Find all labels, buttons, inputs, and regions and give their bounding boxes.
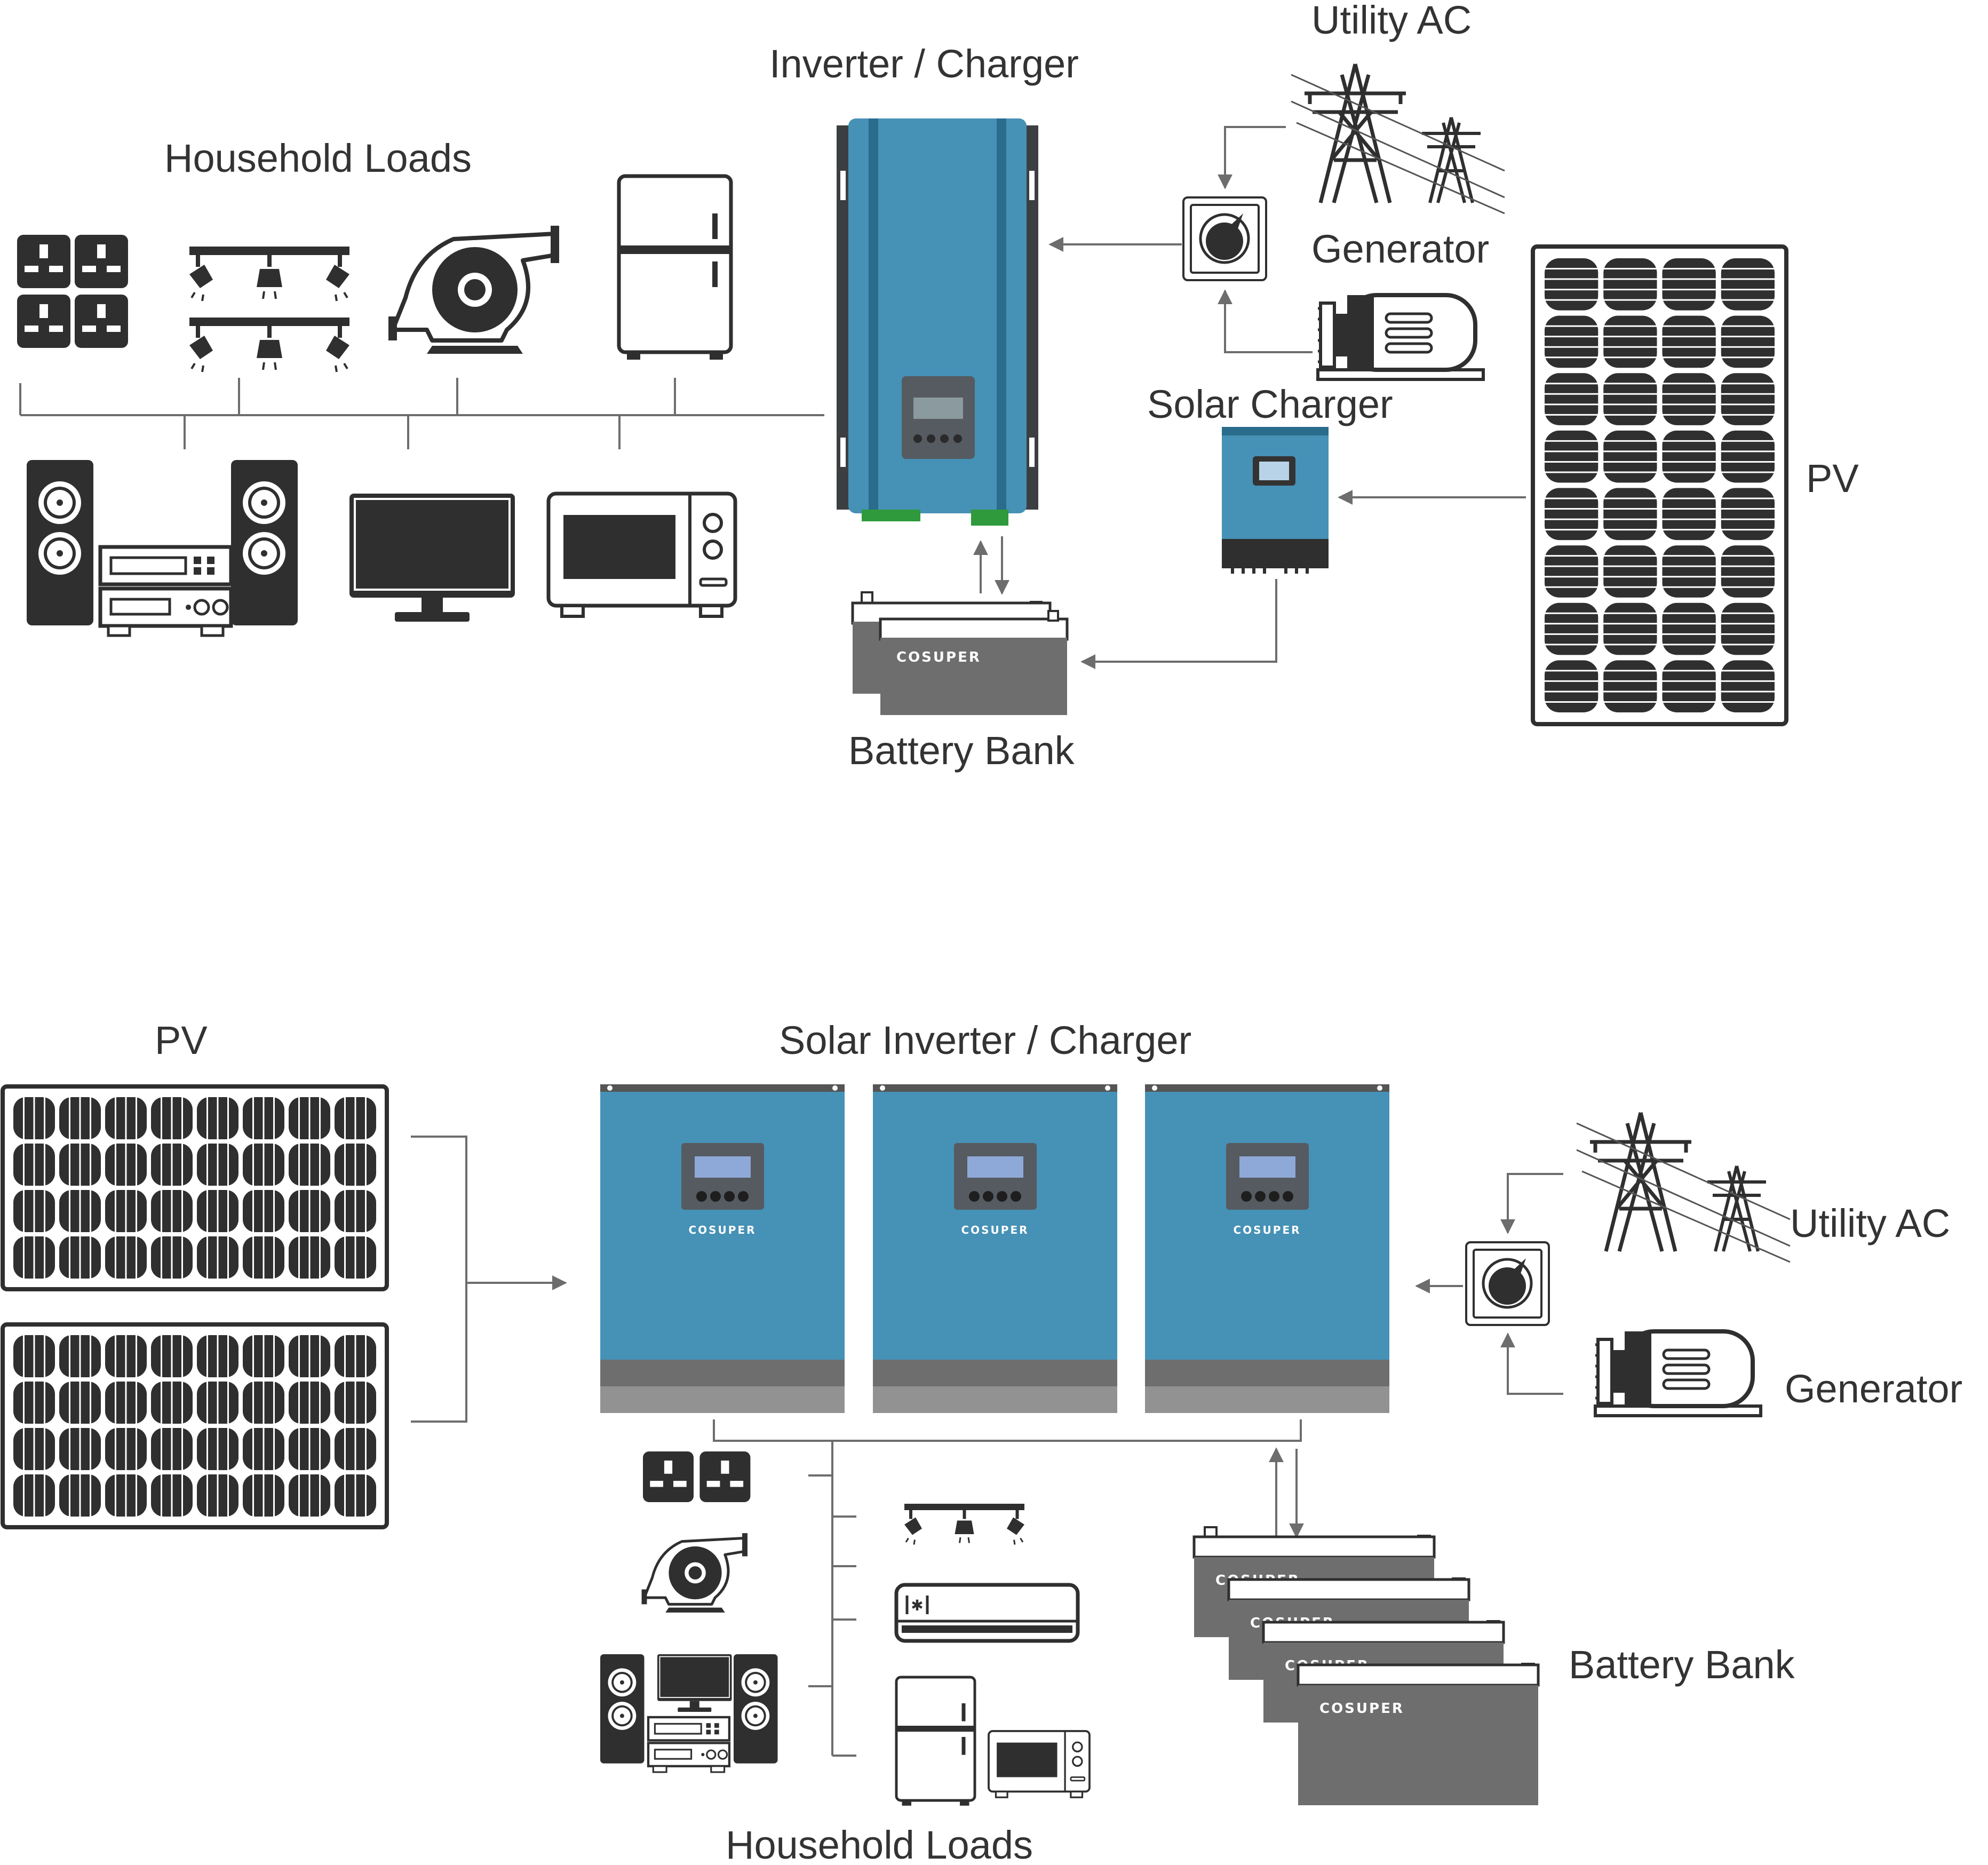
pv-cell [1662, 315, 1716, 368]
bottom-load-bus [713, 1419, 1302, 1757]
bottom-diagram: PV Solar Inverter / Charger Utility AC G… [1, 1018, 1962, 1865]
solar-inverter-1: COSUPER [600, 1084, 845, 1413]
track-light-icon [188, 316, 351, 373]
bottom-switch-wires [1415, 1173, 1563, 1395]
inverter-2-brand: COSUPER [961, 1224, 1029, 1236]
top-battery-bank-label: Battery Bank [848, 728, 1075, 773]
bottom-household-loads-label: Household Loads [726, 1823, 1033, 1865]
bottom-utility-towers-icon [1577, 1113, 1790, 1262]
inverter-1-brand: COSUPER [688, 1224, 756, 1236]
bottom-battery-bank: COSUPER COSUPER COSUPER COSUPER [1192, 1526, 1540, 1805]
top-transfer-switch-icon [1183, 197, 1266, 280]
pv-cell [1721, 660, 1775, 712]
bottom-inverter-label: Solar Inverter / Charger [779, 1018, 1191, 1062]
top-inverter-label: Inverter / Charger [769, 42, 1079, 86]
bottom-speaker-right-icon [734, 1654, 778, 1764]
bottom-pv-label: PV [155, 1018, 208, 1062]
bottom-pv-panel-2 [1, 1322, 389, 1529]
pv-cell [1662, 545, 1716, 598]
tv-icon [348, 493, 516, 623]
top-pv-label: PV [1806, 456, 1859, 501]
pv-cell [1721, 373, 1775, 425]
speaker-left-icon [27, 460, 93, 625]
pv-cell [1662, 258, 1716, 311]
bottom-refrigerator-icon [896, 1677, 975, 1806]
top-utility-towers-icon [1291, 64, 1505, 213]
top-generator-label: Generator [1311, 227, 1489, 271]
solar-charger-unit [1222, 427, 1329, 574]
pv-cell [1545, 373, 1599, 425]
pv-cell [1603, 602, 1657, 655]
top-pv-panel [1531, 244, 1788, 726]
bottom-track-light-icon [903, 1503, 1025, 1545]
pv-cell [1603, 430, 1657, 483]
pv-cell [1721, 545, 1775, 598]
top-diagram: Household Loads Inverter / Charger Utili… [17, 0, 1859, 773]
pv-cell [1662, 373, 1716, 425]
top-load-bus [19, 378, 824, 449]
pv-cell [1721, 315, 1775, 368]
inverter-charger-unit [837, 118, 1038, 526]
microwave-icon [548, 494, 735, 616]
pv-cell [1721, 258, 1775, 311]
bottom-generator-icon [1595, 1331, 1761, 1416]
pv-cell [1662, 660, 1716, 712]
bottom-battery-bank-label: Battery Bank [1569, 1642, 1795, 1687]
pv-cell [1545, 602, 1599, 655]
socket-icon [17, 235, 128, 348]
pv-cell [1603, 373, 1657, 425]
bottom-pv-panel-1 [1, 1084, 389, 1291]
pv-cell [1545, 660, 1599, 712]
receiver-icon [100, 547, 231, 636]
track-light-icon [188, 245, 351, 302]
bottom-socket-icon [643, 1451, 751, 1502]
bottom-blower-fan-icon [642, 1533, 748, 1613]
speaker-right-icon [231, 460, 298, 625]
solar-inverter-2: COSUPER [873, 1084, 1117, 1413]
pv-cell [1662, 430, 1716, 483]
refrigerator-icon [619, 176, 731, 360]
top-utility-ac-label: Utility AC [1311, 0, 1472, 42]
pv-cell [1603, 315, 1657, 368]
top-switch-wires [1048, 126, 1313, 353]
inverter-display-panel [902, 376, 975, 459]
pv-cell [1721, 430, 1775, 483]
bottom-receiver-icon [648, 1717, 729, 1772]
top-household-loads-label: Household Loads [164, 136, 472, 180]
top-generator-icon [1318, 295, 1483, 379]
pv-cell [1545, 430, 1599, 483]
bottom-generator-label: Generator [1785, 1367, 1962, 1411]
bottom-transfer-switch-icon [1466, 1242, 1549, 1325]
blower-fan-icon [388, 226, 559, 354]
battery-4-brand: COSUPER [1319, 1701, 1404, 1717]
bottom-speaker-left-icon [600, 1654, 645, 1764]
top-battery-bank: COSUPER [851, 591, 1069, 715]
bottom-microwave-icon [988, 1730, 1091, 1799]
pv-cell [1545, 545, 1599, 598]
pv-cell [1545, 315, 1599, 368]
pv-cell [1603, 545, 1657, 598]
pv-cell [1603, 660, 1657, 712]
pv-cell [1662, 488, 1716, 541]
top-battery-brand: COSUPER [896, 649, 981, 665]
pv-cell [1603, 258, 1657, 311]
pv-cell [1545, 258, 1599, 311]
charger-to-battery-wire [1080, 579, 1277, 669]
pv-cell [1545, 488, 1599, 541]
bottom-monitor-icon [657, 1654, 733, 1712]
bottom-utility-ac-label: Utility AC [1790, 1201, 1950, 1245]
solar-inverter-3: COSUPER [1145, 1084, 1389, 1413]
pv-cell [1603, 488, 1657, 541]
top-solar-charger-label: Solar Charger [1147, 382, 1393, 426]
pv-cell [1662, 602, 1716, 655]
inverter-3-brand: COSUPER [1233, 1224, 1301, 1236]
air-conditioner-icon [896, 1585, 1078, 1641]
pv-cell [1721, 602, 1775, 655]
pv-cell [1721, 488, 1775, 541]
pv-combiner-wire [411, 1136, 567, 1423]
